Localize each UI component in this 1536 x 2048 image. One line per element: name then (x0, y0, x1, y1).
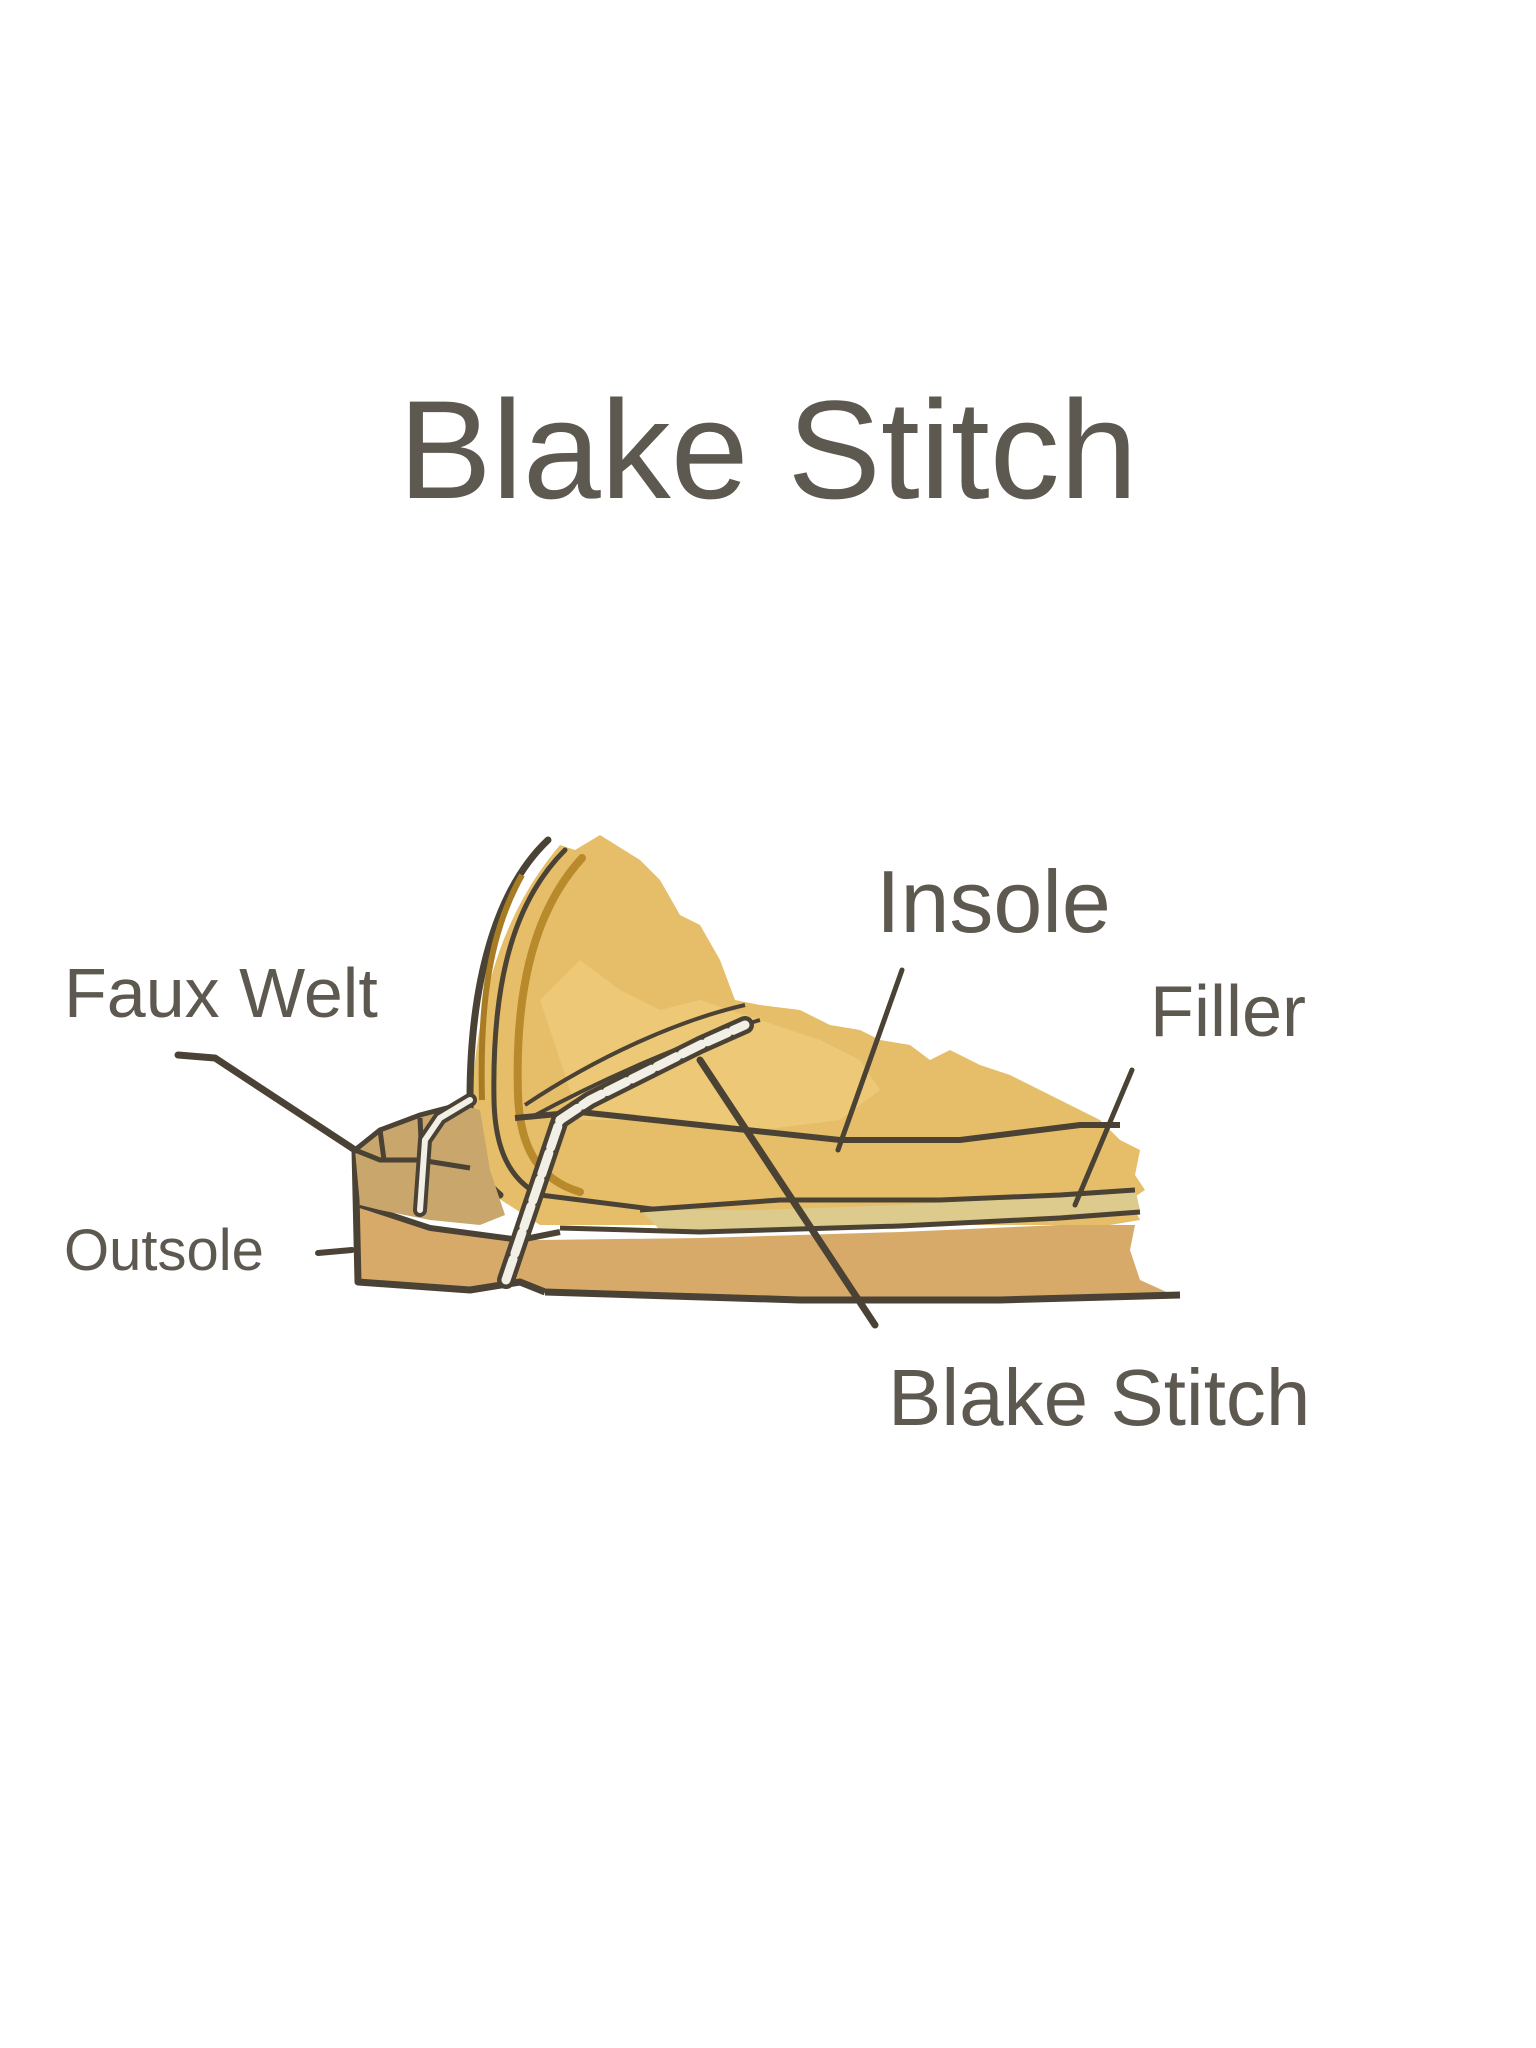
filler-leader-line (1072, 1067, 1135, 1208)
faux-welt-outline (353, 1101, 471, 1171)
diagram-title: Blake Stitch (398, 371, 1138, 528)
faux-welt-leader-line (174, 1051, 359, 1154)
outsole-outline (351, 1149, 1181, 1304)
blake-stitch-leader-line (696, 1056, 879, 1329)
outsole-layer (355, 1145, 1180, 1300)
label-blake-stitch: Blake Stitch (888, 1353, 1311, 1442)
label-outsole: Outsole (64, 1218, 264, 1283)
upper-inner-edge (491, 847, 663, 1213)
outsole-top-line (359, 1202, 561, 1244)
faux-welt-stitch-thread (417, 1097, 473, 1213)
filler-bottom-line (559, 1209, 1141, 1235)
label-faux-welt: Faux Welt (64, 954, 378, 1032)
insole-leader-line (835, 967, 905, 1153)
upper-leather (469, 835, 1145, 1225)
outsole-leader-line (315, 1247, 355, 1256)
blake-stitch-thread (501, 1020, 750, 1285)
filler-top-line (639, 1187, 1136, 1213)
upper-lining-dark (478, 873, 525, 1101)
label-insole: Insole (876, 852, 1111, 951)
label-filler: Filler (1150, 972, 1306, 1052)
lining-fold-line (523, 1003, 746, 1107)
